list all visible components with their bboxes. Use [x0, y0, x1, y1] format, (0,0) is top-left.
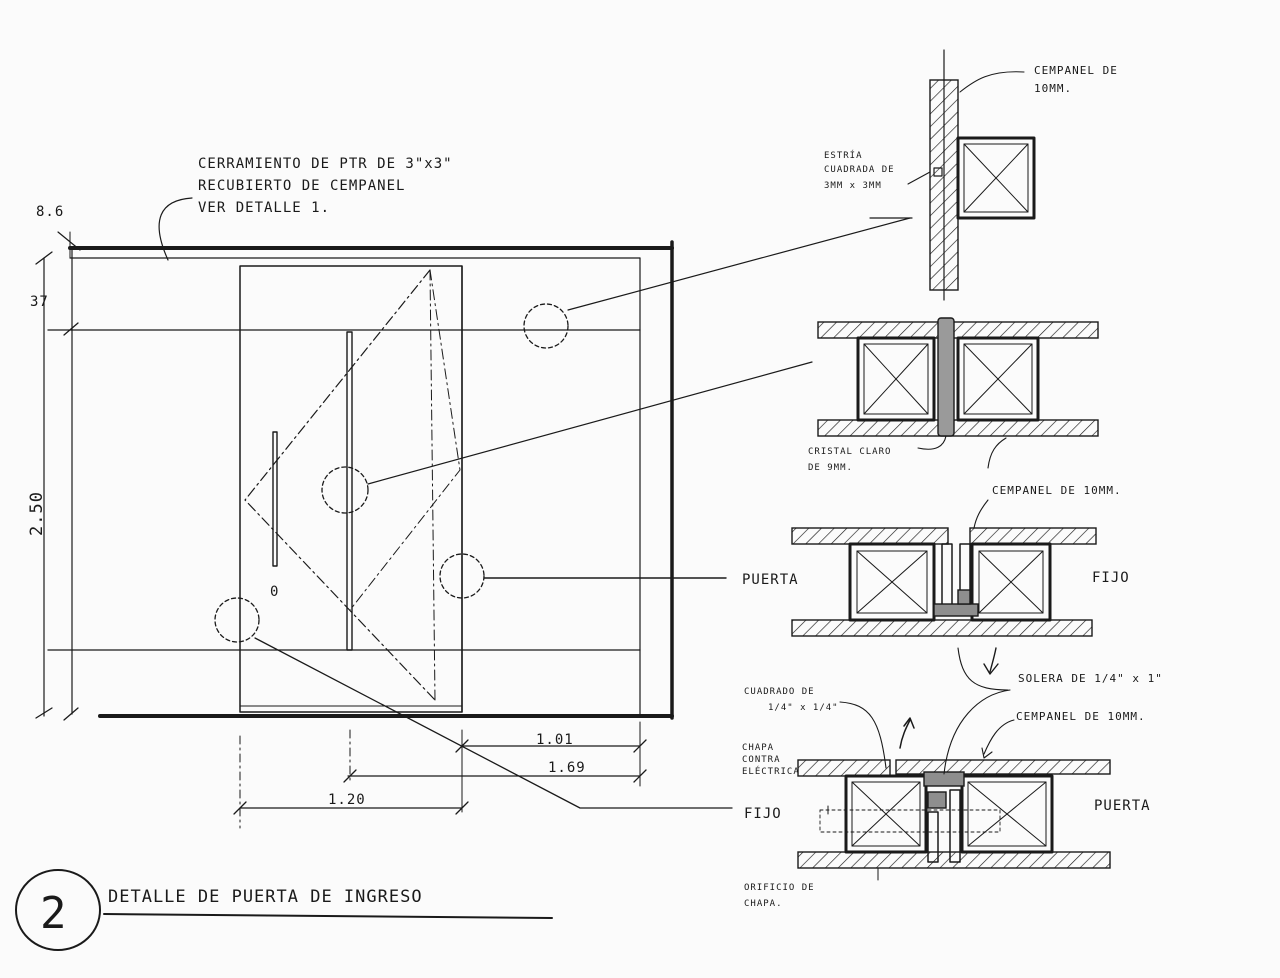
dim-w2: 1.69: [548, 760, 586, 776]
door-elevation: [35, 197, 911, 829]
d1-groove-2: CUADRADA DE: [824, 165, 895, 175]
d3-left-label: PUERTA: [742, 572, 799, 588]
d2-glass-1: CRISTAL CLARO: [808, 447, 891, 457]
title-text: DETALLE DE PUERTA DE INGRESO: [108, 887, 423, 907]
dim-top: 8.6: [36, 204, 64, 220]
d4-panel: CEMPANEL DE 10MM.: [1016, 710, 1146, 723]
d1-panel-1: CEMPANEL DE: [1034, 64, 1118, 77]
d4-hole-2: CHAPA.: [744, 899, 783, 909]
d1-panel-2: 10MM.: [1034, 82, 1072, 95]
dim-w3: 1.20: [328, 792, 366, 808]
d4-square-1: CUADRADO DE: [744, 687, 815, 697]
note-line-1: CERRAMIENTO DE PTR DE 3"x3": [198, 156, 453, 172]
fijo-label: FIJO: [744, 806, 782, 822]
detail-1: [869, 49, 1036, 301]
detail-4: [797, 647, 1111, 881]
detail-2: [817, 317, 1099, 469]
d1-groove-1: ESTRÍA: [824, 149, 863, 161]
detail-3: [791, 499, 1097, 675]
d4-lock-1: CHAPA: [742, 743, 774, 753]
d2-glass-2: DE 9MM.: [808, 463, 853, 473]
d4-hole-1: ORIFICIO DE: [744, 883, 815, 893]
d4-lock-3: ELÉCTRICA: [742, 765, 800, 777]
d4-right-label: PUERTA: [1094, 798, 1151, 814]
d1-groove-3: 3MM x 3MM: [824, 181, 882, 191]
d4-square-2: 1/4" x 1/4": [768, 703, 839, 713]
drawing-title: 2 DETALLE DE PUERTA DE INGRESO: [15, 869, 553, 951]
d3-right-label: FIJO: [1092, 570, 1130, 586]
d4-lock-2: CONTRA: [742, 755, 781, 765]
elevation-note: CERRAMIENTO DE PTR DE 3"x3" RECUBIERTO D…: [198, 156, 453, 216]
dim-height: 2.50: [27, 491, 47, 536]
dim-w1: 1.01: [536, 732, 574, 748]
note-line-2: RECUBIERTO DE CEMPANEL: [198, 178, 405, 194]
d2-panel: CEMPANEL DE 10MM.: [992, 484, 1122, 497]
pivot-mark: 0: [270, 584, 279, 600]
title-number: 2: [40, 888, 68, 939]
d4-bar: SOLERA DE 1/4" x 1": [1018, 672, 1163, 685]
note-line-3: VER DETALLE 1.: [198, 200, 330, 216]
dim-upper: 37: [30, 294, 49, 310]
